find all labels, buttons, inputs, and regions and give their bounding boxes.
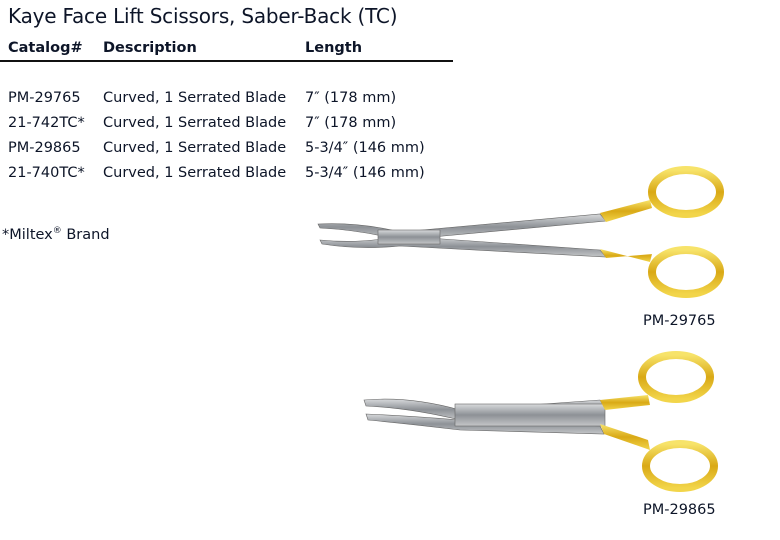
footnote-suffix: Brand xyxy=(61,226,110,243)
page-title: Kaye Face Lift Scissors, Saber-Back (TC) xyxy=(8,4,398,28)
table-row: 21-742TC* Curved, 1 Serrated Blade 7″ (1… xyxy=(0,115,460,140)
table-row: PM-29865 Curved, 1 Serrated Blade 5-3/4″… xyxy=(0,140,460,165)
image-caption: PM-29765 xyxy=(643,313,716,329)
catalog-number: PM-29865 xyxy=(8,140,81,156)
footnote: *Miltex® Brand xyxy=(2,226,110,243)
description: Curved, 1 Serrated Blade xyxy=(103,115,287,131)
length: 5-3/4″ (146 mm) xyxy=(305,140,425,156)
scissors-image-small xyxy=(363,351,718,492)
footnote-text: *Miltex xyxy=(2,226,53,243)
length: 5-3/4″ (146 mm) xyxy=(305,165,425,181)
table-row: 21-740TC* Curved, 1 Serrated Blade 5-3/4… xyxy=(0,165,460,190)
header-divider xyxy=(0,60,453,62)
description: Curved, 1 Serrated Blade xyxy=(103,165,287,181)
registered-mark: ® xyxy=(52,226,62,236)
catalog-number: 21-740TC* xyxy=(8,165,85,181)
length: 7″ (178 mm) xyxy=(305,115,397,131)
catalog-number: 21-742TC* xyxy=(8,115,85,131)
table-row: PM-29765 Curved, 1 Serrated Blade 7″ (17… xyxy=(0,90,460,115)
catalog-number: PM-29765 xyxy=(8,90,81,106)
length: 7″ (178 mm) xyxy=(305,90,397,106)
description: Curved, 1 Serrated Blade xyxy=(103,140,287,156)
description: Curved, 1 Serrated Blade xyxy=(103,90,287,106)
scissors-image-large xyxy=(317,166,724,298)
column-header-length: Length xyxy=(305,40,363,56)
column-header-catalog: Catalog# xyxy=(8,40,83,56)
column-header-description: Description xyxy=(103,40,197,56)
image-caption: PM-29865 xyxy=(643,502,716,518)
